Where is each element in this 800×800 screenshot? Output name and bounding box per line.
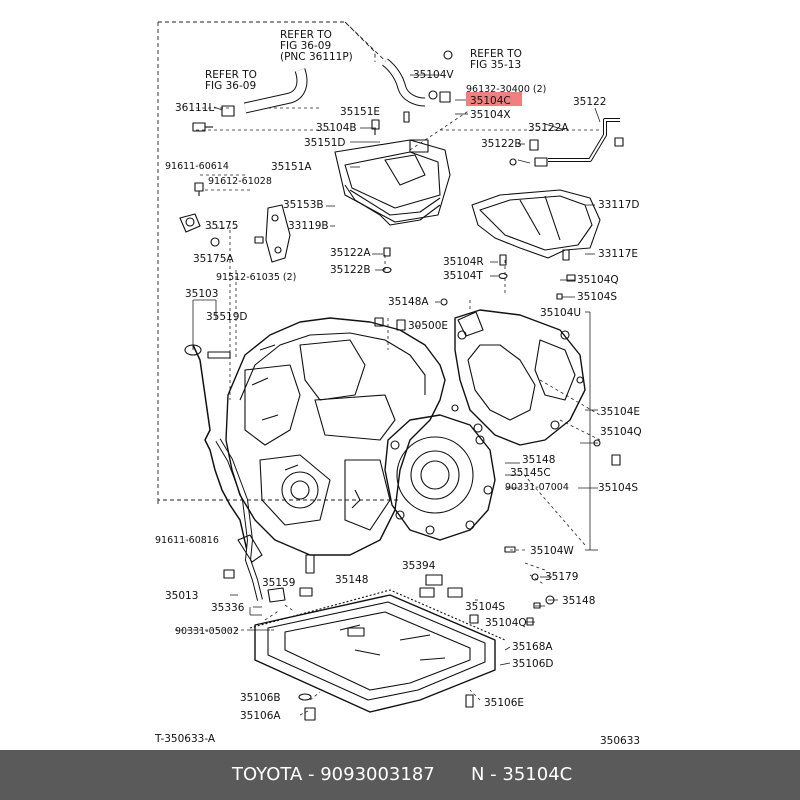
label-35106e: 35106E (484, 697, 524, 709)
label-35104s-3: 35104S (465, 601, 505, 613)
part-illustrations (179, 50, 624, 721)
label-35148-3: 35148 (562, 595, 595, 607)
label-35104q-2: 35104Q (600, 426, 642, 438)
svg-text:(PNC 36111P): (PNC 36111P) (280, 51, 353, 63)
label-35151e: 35151E (340, 106, 380, 118)
label-35151a: 35151A (271, 161, 312, 173)
svg-text:REFER TO: REFER TO (470, 48, 522, 60)
label-35148-2: 35148 (335, 574, 368, 586)
footer-reference: N - 35104C (471, 764, 573, 785)
refer-note-35-13: REFER TO FIG 35-13 (470, 48, 522, 71)
label-91512: 91512-61035 (2) (216, 272, 296, 283)
footer-bar: TOYOTA - 9093003187 N - 35104C (0, 750, 800, 800)
label-35148: 35148 (522, 454, 555, 466)
label-35122b: 35122B (481, 138, 522, 150)
figure-number: 350633 (600, 735, 640, 747)
label-33119b: 33119B (288, 220, 329, 232)
label-35179: 35179 (545, 571, 578, 583)
label-91611-60816: 91611-60816 (155, 535, 219, 546)
label-35151d: 35151D (304, 137, 346, 149)
label-35519d: 35519D (206, 311, 248, 323)
label-35104c: 35104C (470, 95, 511, 107)
label-35159: 35159 (262, 577, 295, 589)
label-35104t: 35104T (443, 270, 483, 282)
svg-text:FIG 36-09: FIG 36-09 (205, 80, 256, 92)
label-91612-61028: 91612-61028 (208, 176, 272, 187)
svg-text:REFER TO: REFER TO (205, 69, 257, 81)
label-35104q: 35104Q (577, 274, 619, 286)
label-35104b: 35104B (316, 122, 357, 134)
svg-text:REFER TO: REFER TO (280, 29, 332, 41)
label-35106b: 35106B (240, 692, 281, 704)
label-35013: 35013 (165, 590, 198, 602)
label-35122a-2: 35122A (330, 247, 371, 259)
solid-leaders (192, 74, 601, 666)
label-35104e: 35104E (600, 406, 640, 418)
label-96132: 96132-30400 (2) (466, 84, 546, 95)
label-35153b: 35153B (283, 199, 324, 211)
footer-part-number: TOYOTA - 9093003187 (232, 764, 435, 785)
label-35175a: 35175A (193, 253, 234, 265)
label-35104w: 35104W (530, 545, 574, 557)
label-35106a: 35106A (240, 710, 281, 722)
refer-note-36-09: REFER TO FIG 36-09 (205, 69, 257, 92)
label-33117d: 33117D (598, 199, 640, 211)
label-35145c: 35145C (510, 467, 551, 479)
label-35104r: 35104R (443, 256, 484, 268)
label-90331-05002: 90331-05002 (175, 626, 239, 637)
label-91611-60614: 91611-60614 (165, 161, 229, 172)
figure-id: T-350633-A (154, 733, 216, 745)
label-33117e: 33117E (598, 248, 638, 260)
label-35104x: 35104X (470, 109, 511, 121)
label-35168a: 35168A (512, 641, 553, 653)
label-35104s-2: 35104S (598, 482, 638, 494)
label-35394: 35394 (402, 560, 436, 572)
label-35122a: 35122A (528, 122, 569, 134)
svg-text:FIG 35-13: FIG 35-13 (470, 59, 521, 71)
dashed-frame (157, 21, 406, 505)
label-35336: 35336 (211, 602, 245, 614)
label-35103: 35103 (185, 288, 218, 300)
refer-note-36111p: REFER TO FIG 36-09 (PNC 36111P) (280, 29, 353, 63)
label-35104u: 35104U (540, 307, 581, 319)
label-35104v: 35104V (413, 69, 454, 81)
label-35175: 35175 (205, 220, 238, 232)
highlight-box (466, 92, 522, 106)
label-90331-07004: 90331-07004 (505, 482, 569, 493)
label-35148a: 35148A (388, 296, 429, 308)
svg-text:FIG 36-09: FIG 36-09 (280, 40, 331, 52)
label-35122b-2: 35122B (330, 264, 371, 276)
label-30500e: 30500E (408, 320, 448, 332)
label-35122: 35122 (573, 96, 606, 108)
label-35104q-3: 35104Q (485, 617, 527, 629)
label-36111l: 36111L (175, 102, 214, 114)
label-35104s: 35104S (577, 291, 617, 303)
leader-lines (175, 107, 601, 716)
label-35106d: 35106D (512, 658, 554, 670)
part-labels: 35104V 96132-30400 (2) 35104C 35104X 351… (155, 69, 642, 722)
